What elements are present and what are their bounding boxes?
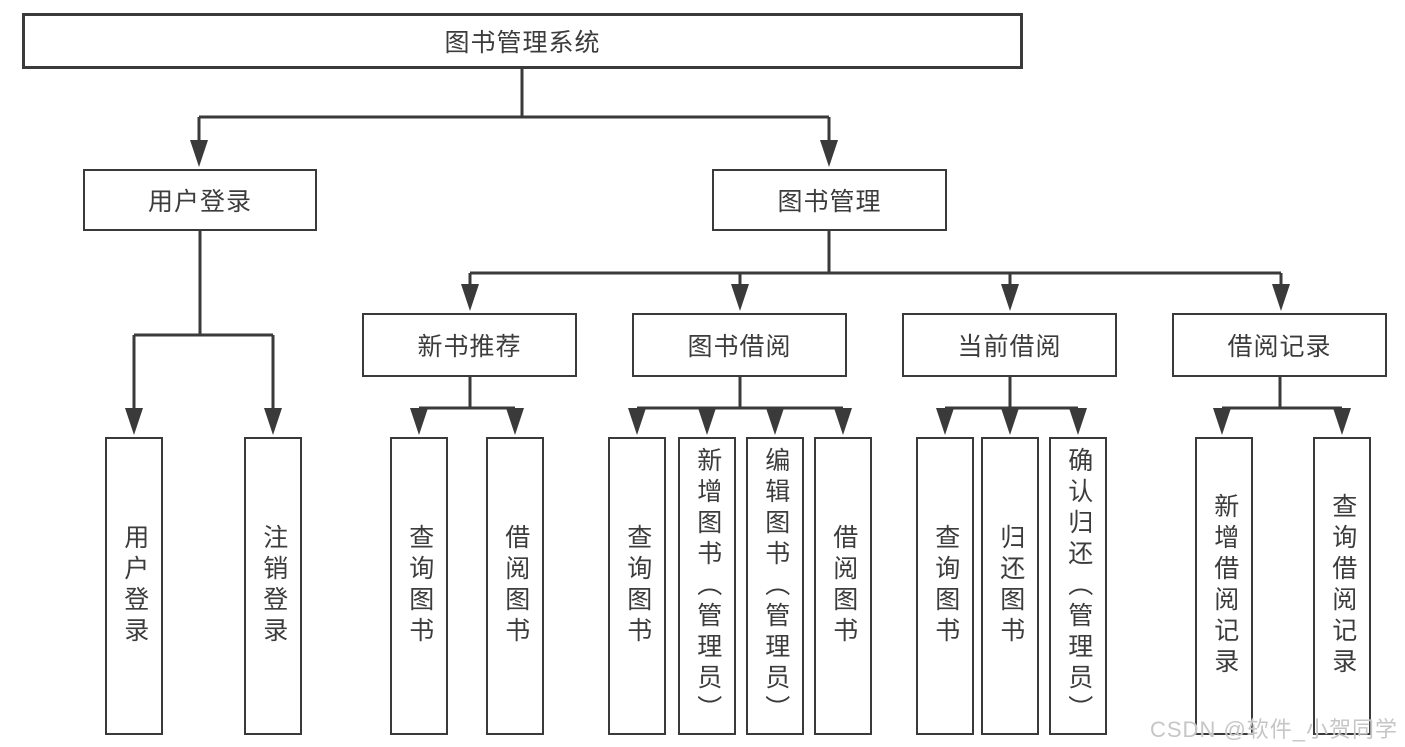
node-book-borrowing: 图书借阅: [632, 313, 847, 377]
node-label: 借阅记录: [1227, 333, 1332, 361]
leaf-edit-books-admin: 编辑图书（管理员）: [746, 437, 804, 735]
leaf-label: 查询图书: [623, 524, 652, 648]
leaf-query-books-recommend: 查询图书: [390, 437, 448, 735]
node-user-login: 用户登录: [83, 169, 317, 231]
leaf-query-books-borrowing: 查询图书: [608, 437, 666, 735]
leaf-logout: 注销登录: [244, 437, 302, 735]
node-borrowing-records: 借阅记录: [1172, 313, 1387, 377]
node-new-book-recommendation: 新书推荐: [362, 313, 577, 377]
leaf-label: 新增图书（管理员）: [693, 446, 722, 726]
leaf-add-borrow-record: 新增借阅记录: [1195, 437, 1253, 735]
leaf-label: 查询图书: [405, 524, 434, 648]
leaf-label: 查询图书: [931, 524, 960, 648]
leaf-user-login: 用户登录: [105, 437, 163, 735]
node-label: 图书借阅: [687, 333, 792, 361]
leaf-label: 确认归还（管理员）: [1064, 446, 1093, 726]
node-current-borrowing: 当前借阅: [902, 313, 1117, 377]
leaf-label: 注销登录: [259, 524, 288, 648]
leaf-label: 借阅图书: [501, 524, 530, 648]
leaf-query-borrow-record: 查询借阅记录: [1313, 437, 1371, 735]
csdn-watermark: CSDN @软件_小贺同学: [1150, 717, 1399, 742]
leaf-confirm-return-admin: 确认归还（管理员）: [1049, 437, 1107, 735]
node-label: 当前借阅: [957, 333, 1062, 361]
leaf-label: 查询借阅记录: [1328, 493, 1357, 679]
node-label: 图书管理: [777, 188, 882, 216]
arrowheads: [125, 140, 1351, 435]
leaf-borrow-books-borrowing: 借阅图书: [814, 437, 872, 735]
leaf-borrow-books-recommend: 借阅图书: [486, 437, 544, 735]
leaf-label: 借阅图书: [829, 524, 858, 648]
node-label: 图书管理系统: [444, 29, 601, 57]
node-label: 用户登录: [147, 188, 252, 216]
node-label: 新书推荐: [417, 333, 522, 361]
node-book-management: 图书管理: [712, 169, 947, 231]
leaf-return-books: 归还图书: [981, 437, 1039, 735]
leaf-label: 编辑图书（管理员）: [761, 446, 790, 726]
leaf-add-books-admin: 新增图书（管理员）: [678, 437, 736, 735]
leaf-label: 新增借阅记录: [1210, 493, 1239, 679]
leaf-label: 用户登录: [120, 524, 149, 648]
leaf-label: 归还图书: [996, 524, 1025, 648]
node-library-management-system: 图书管理系统: [22, 13, 1023, 69]
leaf-query-books-current: 查询图书: [916, 437, 974, 735]
